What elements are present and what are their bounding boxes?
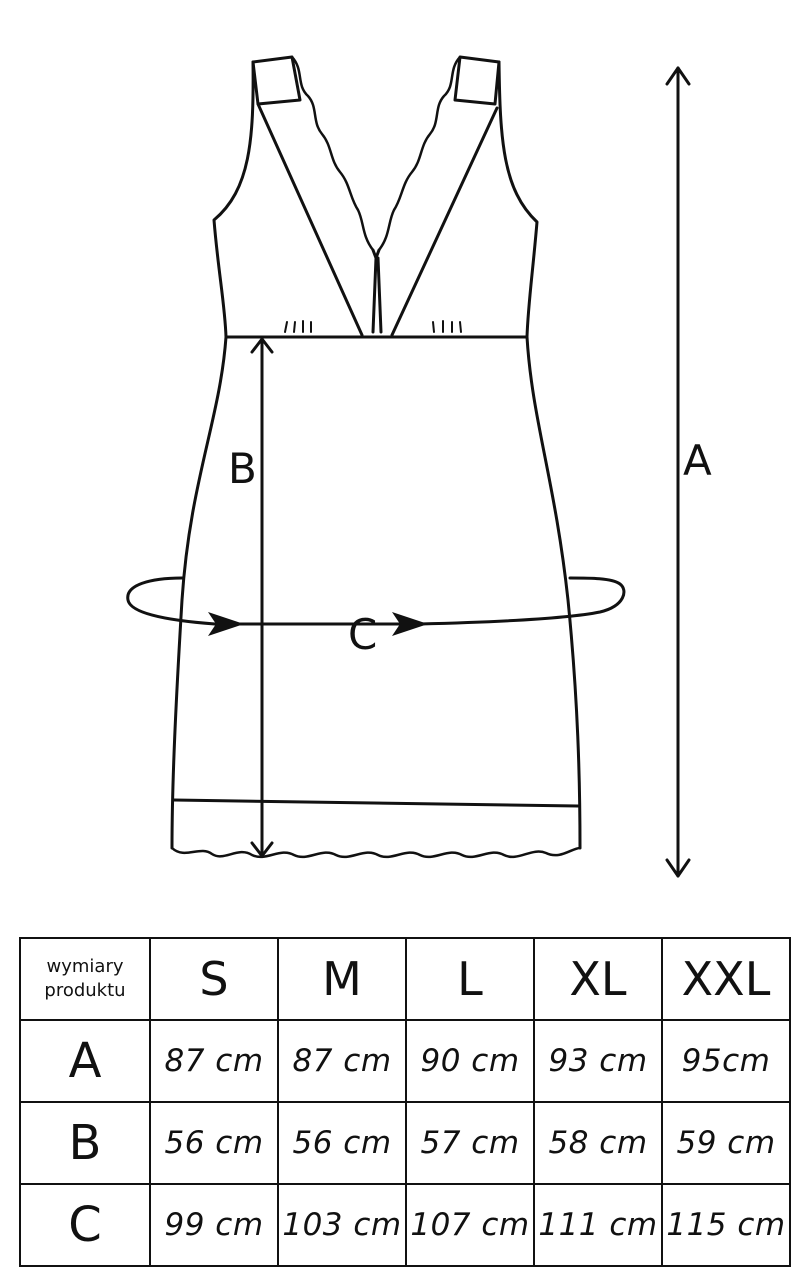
table-cell: 87 cm: [277, 1019, 407, 1103]
gathers-left: [284, 320, 312, 333]
bodice-right-side: [497, 60, 539, 339]
neckline-left: [256, 102, 364, 337]
table-cell: 99 cm: [149, 1183, 279, 1267]
right-strap-outline: [453, 55, 501, 106]
corner-label-line: produktu: [44, 980, 126, 1001]
table-cell: 107 cm: [405, 1183, 535, 1267]
skirt-right-side: [525, 335, 582, 850]
size-header-xxl: XXL: [661, 937, 791, 1021]
size-header-l: L: [405, 937, 535, 1021]
table-row: B 56 cm 56 cm 57 cm 58 cm 59 cm: [19, 1101, 791, 1185]
table-cell: 56 cm: [277, 1101, 407, 1185]
lace-trim-right: [377, 55, 462, 252]
measure-b-arrow-bottom: [250, 841, 274, 858]
measure-c-line: [213, 576, 626, 626]
table-cell: 111 cm: [533, 1183, 663, 1267]
table-cell: 90 cm: [405, 1019, 535, 1103]
table-cell: 103 cm: [277, 1183, 407, 1267]
table-cell: 87 cm: [149, 1019, 279, 1103]
row-label-b: B: [19, 1101, 151, 1185]
measure-c-arrowhead-1: [208, 612, 244, 636]
table-cell: 59 cm: [661, 1101, 791, 1185]
table-cell: 115 cm: [661, 1183, 791, 1267]
measure-b-arrow-top: [250, 337, 274, 354]
size-header-xl: XL: [533, 937, 663, 1021]
measure-c-arrowhead-2: [392, 612, 428, 636]
lace-trim-left: [290, 55, 375, 252]
hem-scallops: [170, 846, 582, 859]
table-cell: 58 cm: [533, 1101, 663, 1185]
garment-diagram: A B C: [126, 55, 712, 878]
size-header-s: S: [149, 937, 279, 1021]
corner-label-line: wymiary: [46, 956, 124, 977]
hem-seam: [172, 798, 580, 808]
left-strap-outline: [251, 55, 302, 106]
measure-a-arrow-top: [665, 66, 691, 86]
row-label-a: A: [19, 1019, 151, 1103]
label-a: A: [683, 436, 712, 485]
label-b: B: [228, 444, 257, 493]
table-cell: 95cm: [661, 1019, 791, 1103]
table-cell: 93 cm: [533, 1019, 663, 1103]
table-cell: 57 cm: [405, 1101, 535, 1185]
size-header-m: M: [277, 937, 407, 1021]
table-row: A 87 cm 87 cm 90 cm 93 cm 95cm: [19, 1019, 791, 1103]
neckline-right: [390, 106, 499, 337]
table-row: C 99 cm 103 cm 107 cm 111 cm 115 cm: [19, 1183, 791, 1267]
gathers-right: [432, 320, 462, 333]
table-cell: 56 cm: [149, 1101, 279, 1185]
label-c: C: [348, 610, 377, 659]
skirt-left-side: [170, 335, 228, 850]
center-seam: [371, 248, 383, 334]
measure-c-loop-left: [126, 576, 217, 626]
bodice-left-side: [212, 60, 255, 339]
measure-a-arrow-bottom: [665, 858, 691, 878]
row-label-c: C: [19, 1183, 151, 1267]
corner-label: wymiary produktu: [19, 937, 151, 1021]
size-table: wymiary produktu S M L XL XXL A 87 cm 87 …: [19, 937, 791, 1267]
table-header-row: wymiary produktu S M L XL XXL: [19, 937, 791, 1021]
